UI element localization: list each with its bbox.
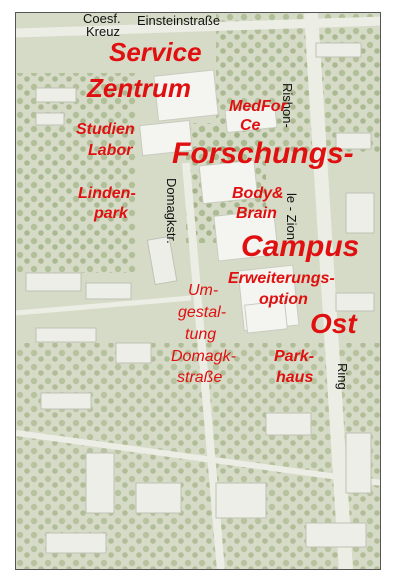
area-label-um: Um- (188, 282, 219, 299)
area-label-option: option (259, 291, 308, 308)
road-west (16, 295, 192, 316)
road-domagkstrasse (182, 162, 225, 569)
road-south (16, 430, 380, 486)
area-label-brain: Brain (236, 205, 277, 222)
area-label-park-haus-1: Park- (274, 348, 315, 365)
map-base (16, 13, 380, 569)
campus-buildings (139, 69, 300, 334)
area-label-studien: Studien (76, 121, 135, 138)
site-plan-map: Coesf. Kreuz Einsteinstraße Rishon- le -… (15, 12, 381, 570)
area-label-forschungs: Forschungs- (172, 137, 354, 170)
area-label-park: park (94, 205, 128, 222)
area-label-tung: tung (185, 326, 217, 343)
tree-cover-west (16, 73, 136, 273)
area-label-ost: Ost (310, 308, 357, 339)
area-label-labor: Labor (88, 142, 133, 159)
area-label-zentrum: Zentrum (87, 73, 191, 103)
street-label-coesf: Coesf. (83, 12, 121, 26)
area-label-campus: Campus (241, 230, 360, 263)
area-label-erweiterungs: Erweiterungs- (228, 270, 335, 287)
street-label-einsteinstrasse: Einsteinstraße (137, 13, 221, 28)
area-label-gestal: gestal- (178, 304, 227, 321)
street-label-kreuz: Kreuz (86, 24, 120, 39)
area-label-domagk: Domagk- (171, 348, 236, 365)
surrounding-buildings (25, 42, 375, 554)
area-label-park-haus-2: haus (276, 369, 314, 386)
area-label-body: Body& (232, 185, 284, 202)
street-label-domagkstr: Domagkstr. (164, 178, 179, 244)
area-label-medforce: MedFor (229, 98, 287, 115)
road-einsteinstrasse (16, 16, 380, 38)
area-label-strasse: straße (177, 369, 223, 386)
street-label-ring: Ring (335, 363, 350, 390)
area-label-linden: Linden- (78, 185, 136, 202)
area-label-service: Service (109, 37, 202, 67)
area-label-medforce-ce: Ce (240, 117, 261, 134)
